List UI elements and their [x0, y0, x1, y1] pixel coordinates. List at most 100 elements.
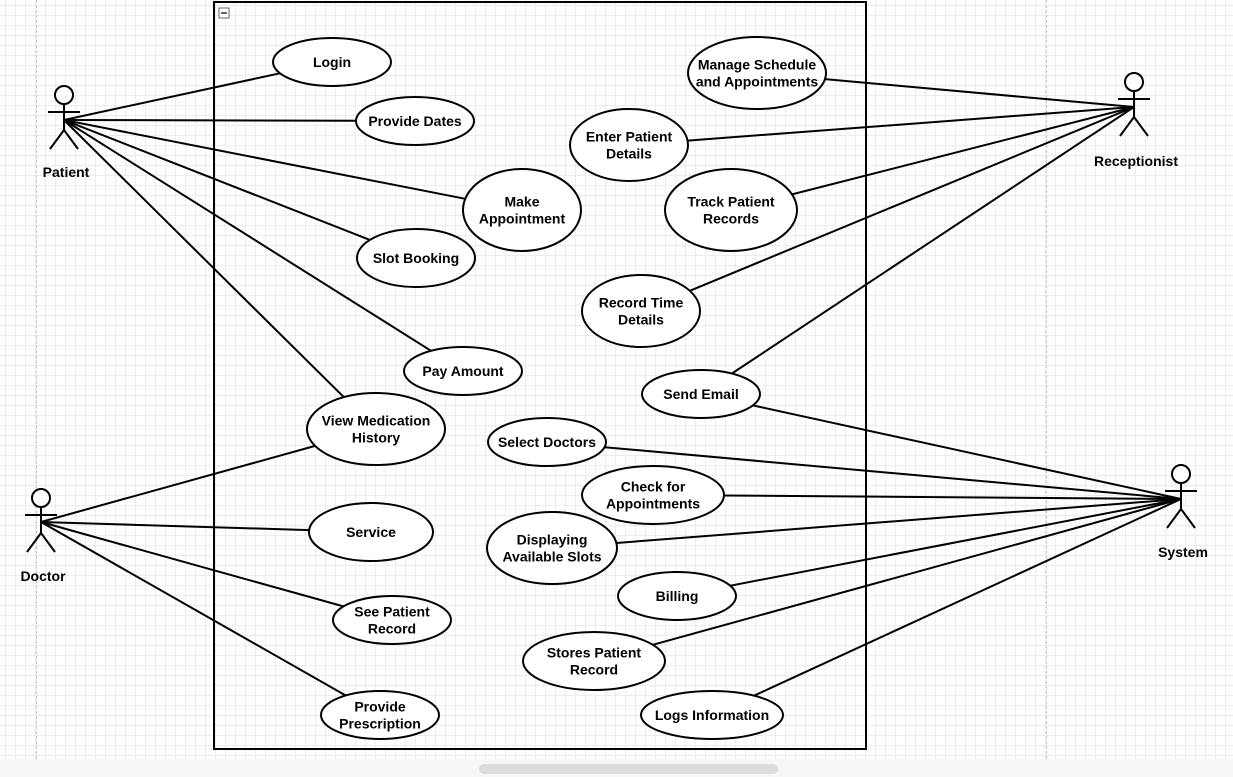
- association-receptionist-record-time-details[interactable]: [689, 106, 1135, 292]
- use-case-ellipse[interactable]: [581, 274, 701, 348]
- use-case-label: Appointments: [606, 496, 700, 512]
- system-boundary[interactable]: [213, 1, 867, 750]
- use-case-label: Available Slots: [502, 549, 601, 565]
- use-case-ellipse[interactable]: [522, 631, 666, 691]
- use-case-ellipse[interactable]: [664, 168, 798, 252]
- use-case-login[interactable]: Login: [272, 37, 392, 87]
- use-case-ellipse[interactable]: [320, 690, 440, 740]
- use-case-ellipse[interactable]: [356, 228, 476, 288]
- association-receptionist-send-email[interactable]: [731, 106, 1135, 375]
- use-case-ellipse[interactable]: [581, 465, 725, 525]
- stick-figure-icon[interactable]: [48, 85, 80, 150]
- association-receptionist-enter-patient-details[interactable]: [687, 106, 1135, 142]
- associations-layer: [40, 72, 1182, 697]
- horizontal-scrollbar[interactable]: [0, 759, 1233, 777]
- association-doctor-provide-prescription[interactable]: [40, 521, 347, 697]
- use-case-ellipse[interactable]: [308, 502, 434, 562]
- minus-box-icon[interactable]: [218, 7, 230, 19]
- use-case-ellipse[interactable]: [332, 595, 452, 645]
- actor-label: Patient: [43, 164, 90, 180]
- use-case-ellipse[interactable]: [272, 37, 392, 87]
- association-doctor-view-medication-history[interactable]: [40, 444, 316, 523]
- stick-figure-icon[interactable]: [1118, 72, 1150, 137]
- association-system-send-email[interactable]: [752, 404, 1182, 500]
- stick-figure-icon[interactable]: [25, 488, 57, 553]
- association-system-select-doctors[interactable]: [604, 446, 1182, 500]
- use-case-label: Prescription: [339, 716, 421, 732]
- use-case-label: Make: [504, 194, 539, 210]
- page-guide-right: [1046, 0, 1047, 759]
- association-receptionist-manage-schedule[interactable]: [824, 78, 1135, 108]
- use-case-ellipse[interactable]: [641, 369, 761, 419]
- actor-receptionist[interactable]: Receptionist: [1094, 72, 1178, 169]
- use-case-label: Pay Amount: [422, 363, 503, 379]
- use-case-label: Slot Booking: [373, 250, 459, 266]
- use-case-ellipse[interactable]: [486, 511, 618, 585]
- association-system-displaying-available-slots[interactable]: [616, 498, 1182, 544]
- use-case-label: Service: [346, 524, 396, 540]
- association-patient-provide-dates[interactable]: [63, 119, 357, 122]
- association-system-billing[interactable]: [730, 498, 1182, 587]
- use-case-label: Enter Patient: [586, 129, 673, 145]
- use-case-send-email[interactable]: Send Email: [641, 369, 761, 419]
- association-system-stores-patient-record[interactable]: [652, 498, 1182, 646]
- association-patient-login[interactable]: [63, 72, 281, 121]
- use-case-service[interactable]: Service: [308, 502, 434, 562]
- use-case-label: History: [352, 430, 400, 446]
- use-case-label: Stores Patient: [547, 645, 641, 661]
- association-system-check-for-appointments[interactable]: [723, 494, 1182, 500]
- use-case-label: Records: [703, 211, 759, 227]
- use-case-label: Details: [618, 312, 664, 328]
- use-case-ellipse[interactable]: [687, 36, 827, 110]
- page-guide-left: [36, 0, 37, 759]
- use-case-billing[interactable]: Billing: [617, 571, 737, 621]
- association-doctor-see-patient-record[interactable]: [40, 521, 344, 608]
- actor-label: Doctor: [20, 568, 66, 584]
- use-case-label: Record: [570, 662, 618, 678]
- use-case-logs-information[interactable]: Logs Information: [640, 690, 784, 740]
- use-case-label: Record Time: [599, 295, 684, 311]
- use-case-ellipse[interactable]: [355, 96, 475, 146]
- scrollbar-thumb[interactable]: [479, 764, 778, 774]
- use-case-ellipse[interactable]: [403, 346, 523, 396]
- use-case-select-doctors[interactable]: Select Doctors: [487, 417, 607, 467]
- actor-doctor[interactable]: Doctor: [20, 488, 66, 584]
- stick-figure-icon[interactable]: [1165, 464, 1197, 529]
- actor-label: Receptionist: [1094, 153, 1178, 169]
- use-case-label: Provide: [354, 699, 406, 715]
- use-case-ellipse[interactable]: [462, 168, 582, 252]
- use-case-label: Manage Schedule: [698, 57, 816, 73]
- association-doctor-service[interactable]: [40, 521, 310, 532]
- association-patient-slot-booking[interactable]: [63, 119, 371, 241]
- use-case-ellipse[interactable]: [617, 571, 737, 621]
- actor-patient[interactable]: Patient: [43, 85, 90, 180]
- use-case-ellipse[interactable]: [640, 690, 784, 740]
- use-case-provide-dates[interactable]: Provide Dates: [355, 96, 475, 146]
- use-case-label: Select Doctors: [498, 434, 596, 450]
- association-system-logs-information[interactable]: [753, 498, 1182, 697]
- association-patient-pay-amount[interactable]: [63, 119, 432, 352]
- use-case-label: Send Email: [663, 386, 738, 402]
- use-case-ellipse[interactable]: [569, 108, 689, 182]
- use-case-ellipse[interactable]: [306, 392, 446, 466]
- use-case-ellipse[interactable]: [487, 417, 607, 467]
- association-receptionist-track-patient-records[interactable]: [791, 106, 1135, 196]
- use-case-label: Check for: [621, 479, 686, 495]
- use-case-slot-booking[interactable]: Slot Booking: [356, 228, 476, 288]
- association-patient-make-appointment[interactable]: [63, 119, 466, 200]
- association-patient-view-medication-history[interactable]: [63, 119, 345, 398]
- actor-system[interactable]: System: [1158, 464, 1208, 560]
- use-case-pay-amount[interactable]: Pay Amount: [403, 346, 523, 396]
